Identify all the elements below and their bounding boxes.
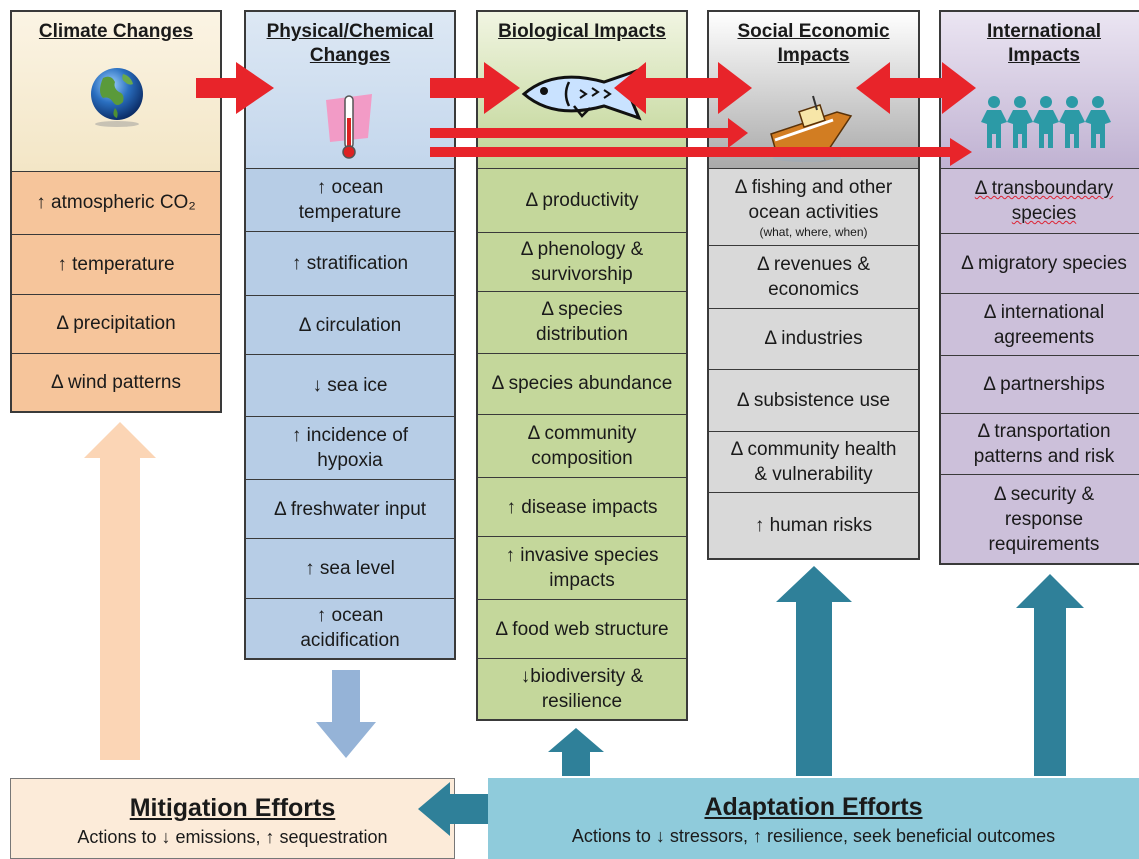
social-item-fishing: Δ fishing and other ocean activities (wh… bbox=[734, 177, 893, 240]
intl-item-agreements: Δ international agreements bbox=[941, 293, 1139, 355]
climate-item-wind: Δ wind patterns bbox=[12, 352, 220, 411]
physical-item-ocean-temperature: ↑ ocean temperature bbox=[298, 177, 402, 224]
bio-item-food-web: Δ food web structure bbox=[478, 598, 686, 659]
climate-changes-column: Climate Changes ↑ atmospheric CO₂ ↑ temp… bbox=[10, 10, 222, 413]
physical-item-hypoxia: ↑ incidence of hypoxia bbox=[246, 415, 454, 479]
mitigation-efforts-title: Mitigation Efforts bbox=[129, 794, 336, 822]
boat-icon bbox=[770, 95, 853, 162]
mitigation-efforts-subtitle: Actions to ↓ emissions, ↑ sequestration bbox=[77, 827, 388, 847]
fish-icon bbox=[521, 67, 642, 121]
intl-item-transboundary: Δ transboundary species bbox=[974, 178, 1114, 224]
physical-item-freshwater: Δ freshwater input bbox=[246, 479, 454, 538]
physical-item-circulation: Δ circulation bbox=[246, 294, 454, 355]
social-item-revenues: Δ revenues & economics bbox=[709, 245, 918, 307]
bio-item-community: Δ community composition bbox=[478, 414, 686, 477]
bio-item-disease: ↑ disease impacts bbox=[478, 476, 686, 537]
arrow-adaptation-to-intl bbox=[1016, 574, 1084, 776]
social-item-human-risks: ↑ human risks bbox=[709, 491, 918, 558]
bio-item-abundance: Δ species abundance bbox=[478, 352, 686, 415]
arrow-mitigation-to-climate bbox=[84, 422, 156, 760]
social-item-community-health: Δ community health & vulnerability bbox=[709, 431, 918, 491]
social-economic-header: Social Economic Impacts bbox=[709, 12, 918, 169]
physical-chemical-title: Physical/Chemical Changes bbox=[266, 21, 434, 66]
intl-item-partnerships: Δ partnerships bbox=[941, 355, 1139, 413]
climate-item-temperature: ↑ temperature bbox=[12, 233, 220, 294]
climate-changes-header: Climate Changes bbox=[12, 12, 220, 172]
biological-impacts-title: Biological Impacts bbox=[498, 21, 666, 42]
physical-item-sea-ice: ↓ sea ice bbox=[246, 354, 454, 416]
physical-item-stratification: ↑ stratification bbox=[246, 231, 454, 294]
bio-item-productivity: Δ productivity bbox=[525, 189, 639, 211]
physical-item-acidification: ↑ ocean acidification bbox=[246, 597, 454, 659]
intl-item-migratory: Δ migratory species bbox=[941, 233, 1139, 293]
bio-item-distribution: Δ species distribution bbox=[478, 291, 686, 353]
globe-icon bbox=[91, 68, 143, 127]
social-economic-column: Social Economic Impacts Δ fishing and ot… bbox=[707, 10, 920, 560]
climate-changes-title: Climate Changes bbox=[38, 21, 194, 42]
adaptation-efforts-title: Adaptation Efforts bbox=[704, 793, 923, 821]
intl-item-security: Δ security & response requirements bbox=[941, 474, 1139, 563]
climate-item-precipitation: Δ precipitation bbox=[12, 293, 220, 353]
arrow-physical-down bbox=[316, 670, 376, 758]
adaptation-efforts-box: Adaptation Efforts Actions to ↓ stressor… bbox=[488, 778, 1139, 859]
intl-item-transportation: Δ transportation patterns and risk bbox=[941, 413, 1139, 474]
social-economic-title: Social Economic Impacts bbox=[737, 21, 890, 66]
climate-item-co2: ↑ atmospheric CO₂ bbox=[36, 192, 196, 214]
biological-impacts-header: Biological Impacts bbox=[478, 12, 686, 169]
biological-impacts-column: Biological Impacts Δ productivity Δ phen… bbox=[476, 10, 688, 721]
international-impacts-column: International Impacts Δ transboundary sp… bbox=[939, 10, 1139, 565]
social-item-fishing-note: (what, where, when) bbox=[759, 225, 868, 240]
thermometer-icon bbox=[326, 94, 372, 159]
physical-item-sea-level: ↑ sea level bbox=[246, 537, 454, 598]
physical-chemical-header: Physical/Chemical Changes bbox=[246, 12, 454, 169]
international-impacts-title: International Impacts bbox=[986, 21, 1101, 66]
people-chain-icon bbox=[981, 96, 1111, 148]
arrow-adaptation-to-social bbox=[776, 566, 852, 776]
bio-item-phenology: Δ phenology & survivorship bbox=[478, 231, 686, 292]
social-item-industries: Δ industries bbox=[709, 307, 918, 369]
mitigation-efforts-box: Mitigation Efforts Actions to ↓ emission… bbox=[10, 778, 455, 859]
arrow-adaptation-to-bio bbox=[548, 728, 604, 776]
physical-chemical-column: Physical/Chemical Changes ↑ ocean temper… bbox=[244, 10, 456, 660]
international-impacts-header: International Impacts bbox=[941, 12, 1139, 169]
social-item-subsistence: Δ subsistence use bbox=[709, 368, 918, 431]
bio-item-invasive: ↑ invasive species impacts bbox=[478, 536, 686, 599]
bio-item-biodiversity: ↓biodiversity & resilience bbox=[478, 658, 686, 719]
adaptation-efforts-subtitle: Actions to ↓ stressors, ↑ resilience, se… bbox=[571, 826, 1056, 846]
